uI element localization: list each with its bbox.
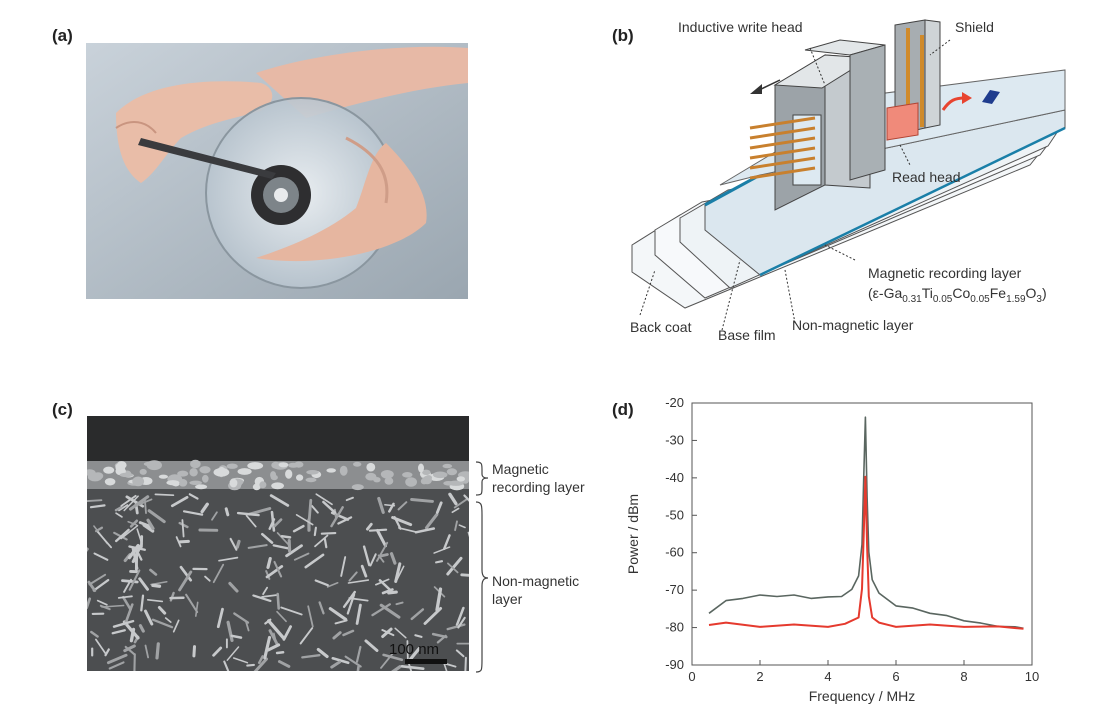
annotation-non-magnetic-layer: Non-magnetic layer bbox=[492, 572, 579, 608]
x-tick-label: 8 bbox=[960, 669, 967, 684]
panel-label-d: (d) bbox=[612, 400, 634, 419]
series-line-1 bbox=[708, 416, 1024, 630]
annotation-nonmag-line2: layer bbox=[492, 591, 523, 607]
x-tick-label: 4 bbox=[824, 669, 831, 684]
coil bbox=[749, 116, 816, 180]
panel-label-b: (b) bbox=[612, 26, 634, 45]
y-tick-label: -60 bbox=[665, 545, 684, 560]
panel-label-a: (a) bbox=[52, 26, 73, 45]
label-shield: Shield bbox=[955, 19, 994, 35]
series-line-2 bbox=[708, 475, 1024, 630]
y-tick-label: -70 bbox=[665, 582, 684, 597]
label-read-head: Read head bbox=[892, 169, 961, 185]
panel-label-c: (c) bbox=[52, 400, 73, 419]
label-inductive-write-head: Inductive write head bbox=[678, 19, 803, 35]
label-formula: (ε-Ga0.31Ti0.05Co0.05Fe1.59O3) bbox=[868, 285, 1047, 305]
scale-bar bbox=[405, 659, 447, 664]
x-tick-label: 6 bbox=[892, 669, 899, 684]
y-tick-label: -50 bbox=[665, 507, 684, 522]
annotation-magnetic-recording-layer: Magnetic recording layer bbox=[492, 460, 585, 496]
annotation-mag-line2: recording layer bbox=[492, 479, 585, 495]
x-tick-label: 2 bbox=[756, 669, 763, 684]
annotation-nonmag-line1: Non-magnetic bbox=[492, 573, 580, 589]
label-back-coat: Back coat bbox=[630, 319, 692, 335]
write-head bbox=[773, 39, 886, 211]
label-non-magnetic-layer: Non-magnetic layer bbox=[792, 317, 914, 333]
y-tick-label: -40 bbox=[665, 470, 684, 485]
power-spectrum-chart: 0 2 4 6 8 10 -20 -30 -40 -50 -60 -70 -80 -90 Frequenc… bbox=[625, 395, 1039, 704]
label-magnetic-recording-layer: Magnetic recording layer bbox=[868, 265, 1022, 281]
annotation-mag-line1: Magnetic bbox=[492, 461, 549, 477]
y-axis-title: Power / dBm bbox=[625, 494, 641, 574]
x-tick-label: 0 bbox=[688, 669, 695, 684]
y-tick-label: -20 bbox=[665, 395, 684, 410]
scale-bar-label: 100 nm bbox=[389, 641, 439, 658]
tape-reel-photo bbox=[86, 43, 468, 299]
y-tick-label: -80 bbox=[665, 620, 684, 635]
y-tick-label: -30 bbox=[665, 432, 684, 447]
tape-head-diagram: Inductive write head Shield Read head Ma… bbox=[630, 19, 1066, 343]
x-tick-label: 10 bbox=[1025, 669, 1039, 684]
layer-braces bbox=[475, 461, 489, 673]
label-base-film: Base film bbox=[718, 327, 776, 343]
sem-cross-section-image: 100 nm bbox=[87, 416, 469, 671]
y-tick-label: -90 bbox=[665, 657, 684, 672]
read-head-element bbox=[886, 102, 919, 141]
x-axis-title: Frequency / MHz bbox=[809, 688, 916, 704]
